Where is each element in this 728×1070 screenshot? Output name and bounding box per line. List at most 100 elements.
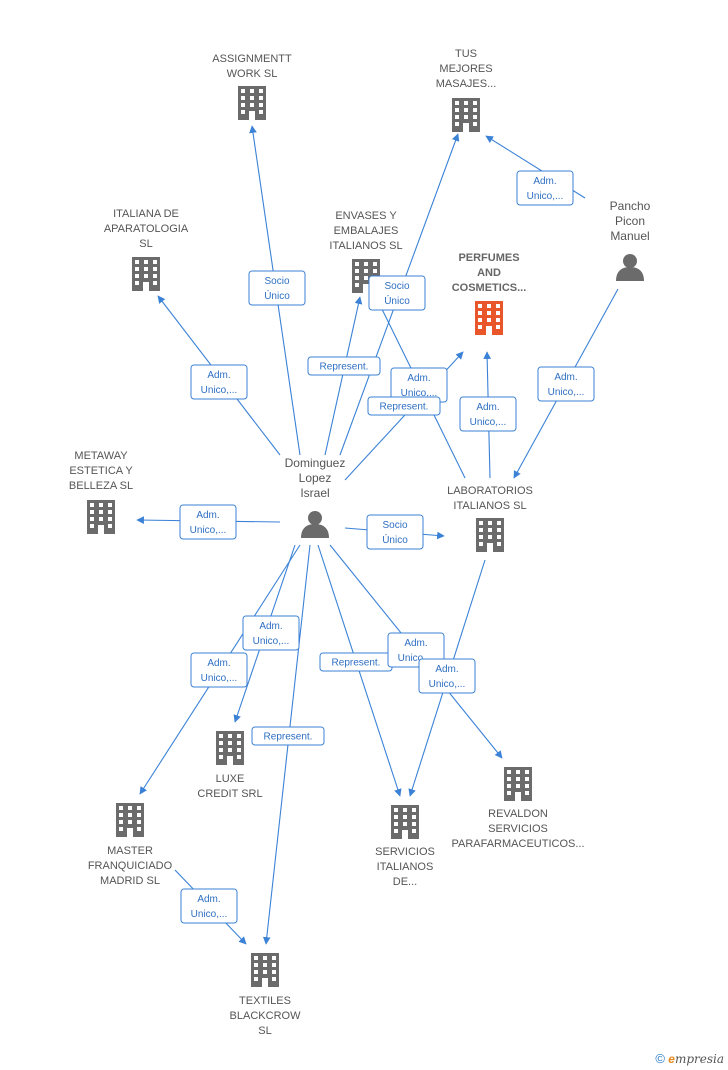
building-icon [504, 767, 532, 801]
node-label-line: MASAJES... [436, 78, 497, 90]
node-label-line: Manuel [610, 229, 649, 243]
edge-label-dominguez-to-metaway[interactable]: Adm. Unico,... [179, 504, 237, 540]
building-icon [87, 500, 115, 534]
edge-label-dominguez-to-perfumes[interactable]: Represent. [367, 396, 441, 416]
node-tus_mejores[interactable]: TUSMEJORESMASAJES... [436, 48, 497, 132]
edge-label-dominguez-to-textiles[interactable]: Represent. [251, 726, 325, 746]
node-label-line: Israel [300, 486, 329, 500]
edge-label-text: Unico,... [201, 385, 238, 396]
node-label-line: SERVICIOS [375, 846, 435, 858]
node-label-line: MASTER [107, 845, 153, 857]
edge-label-text: Represent. [264, 732, 313, 743]
building-icon [216, 731, 244, 765]
edge-label-text: Unico,... [470, 417, 507, 428]
node-label-line: Lopez [299, 471, 332, 485]
edge-label-laboratorios-to-servicios[interactable]: Adm.Unico,... [418, 658, 476, 694]
empresia-brand[interactable]: © empresia [655, 1051, 724, 1066]
node-label-line: BLACKCROW [230, 1010, 302, 1022]
empresia-logo-name: mpresia [674, 1052, 724, 1066]
edge-label-text: Represent. [320, 362, 369, 373]
edge-label-text: Adm. [197, 894, 220, 905]
edge-label-text: Único [382, 533, 408, 546]
edge-label-box [418, 658, 476, 694]
node-luxe[interactable]: LUXE CREDIT SRL [197, 731, 263, 800]
edge-label-box [367, 396, 441, 416]
node-label-line: Picon [615, 214, 645, 228]
node-label-line: APARATOLOGIA [104, 223, 189, 235]
edge-label-text: Represent. [332, 658, 381, 669]
edge-label-laboratorios-to-envases[interactable]: Adm.Unico,... [390, 367, 448, 403]
edge-label-text: Adm. [407, 373, 430, 384]
edge-label-text: Unico,... [429, 679, 466, 690]
edge-label-dominguez-to-italiana[interactable]: Adm. Unico,... [190, 364, 248, 400]
node-label-line: CREDIT SRL [197, 788, 262, 800]
node-label-line: MADRID SL [100, 875, 160, 887]
edge-label-box [242, 615, 300, 651]
edge-label-text: Unico,... [190, 525, 227, 536]
edge-label-pancho-to-tus_mejores[interactable]: Adm.Unico,... [516, 170, 574, 206]
edge-label-text: Socio [264, 276, 289, 287]
node-perfumes[interactable]: PERFUMESANDCOSMETICS... [452, 252, 527, 335]
node-label-line: LUXE [216, 773, 245, 785]
node-label-line: SERVICIOS [488, 823, 548, 835]
edge-label-dominguez-to-luxe[interactable]: Adm.Unico,... [242, 615, 300, 651]
node-label-line: SL [139, 238, 152, 250]
node-label-line: FRANQUICIADO [88, 860, 173, 872]
edge-label-box [248, 270, 306, 306]
edge-label-text: Adm. [259, 621, 282, 632]
edge-label-master-to-textiles[interactable]: Adm. Unico,... [180, 888, 238, 924]
node-master[interactable]: MASTER FRANQUICIADO MADRID SL [88, 803, 173, 887]
edge-label-text: Unico,... [191, 909, 228, 920]
node-label-line: ITALIANOS SL [453, 500, 526, 512]
edge-label-text: Unico,... [201, 673, 238, 684]
edge-label-text: Único [384, 294, 410, 307]
building-icon [251, 953, 279, 987]
edge-label-box [179, 504, 237, 540]
building-icon [132, 257, 160, 291]
edge-label-dominguez-to-envases[interactable]: Represent. [307, 356, 381, 376]
node-label-line: DE... [393, 876, 417, 888]
edge-label-text: Adm. [404, 638, 427, 649]
edge-label-text: Adm. [207, 370, 230, 381]
edge-label-text: Adm. [554, 372, 577, 383]
edge-label-laboratorios-to-perfumes[interactable]: Adm. Unico,... [459, 396, 517, 432]
building-icon [476, 518, 504, 552]
edge-label-dominguez-to-servicios[interactable]: Represent. [319, 652, 393, 672]
edge-label-box [368, 275, 426, 311]
building-icon [452, 98, 480, 132]
node-label-line: REVALDON [488, 808, 548, 820]
node-label-line: METAWAY [74, 450, 128, 462]
edge-label-text: Único [264, 289, 290, 302]
edge-label-text: Adm. [196, 510, 219, 521]
building-icon [238, 86, 266, 120]
edge-label-dominguez-to-master[interactable]: Adm.Unico,... [190, 652, 248, 688]
edge-label-box [537, 366, 595, 402]
node-label-line: ITALIANOS [377, 861, 434, 873]
edge-label-text: Adm. [476, 402, 499, 413]
node-label-line: ITALIANOS SL [329, 240, 402, 252]
node-servicios[interactable]: SERVICIOS ITALIANOS DE... [375, 805, 435, 888]
building-icon [116, 803, 144, 837]
node-label-line: Pancho [610, 199, 651, 213]
edge-label-box [190, 652, 248, 688]
node-label-line: COSMETICS... [452, 282, 527, 294]
node-label-line: SL [258, 1025, 271, 1037]
node-revaldon[interactable]: REVALDONSERVICIOSPARAFARMACEUTICOS... [451, 767, 585, 850]
edge-label-box [180, 888, 238, 924]
building-icon [391, 805, 419, 839]
edge-label-pancho-to-laboratorios[interactable]: Adm.Unico,... [537, 366, 595, 402]
edge-label-text: Unico,... [398, 653, 435, 664]
edge-label-box [516, 170, 574, 206]
